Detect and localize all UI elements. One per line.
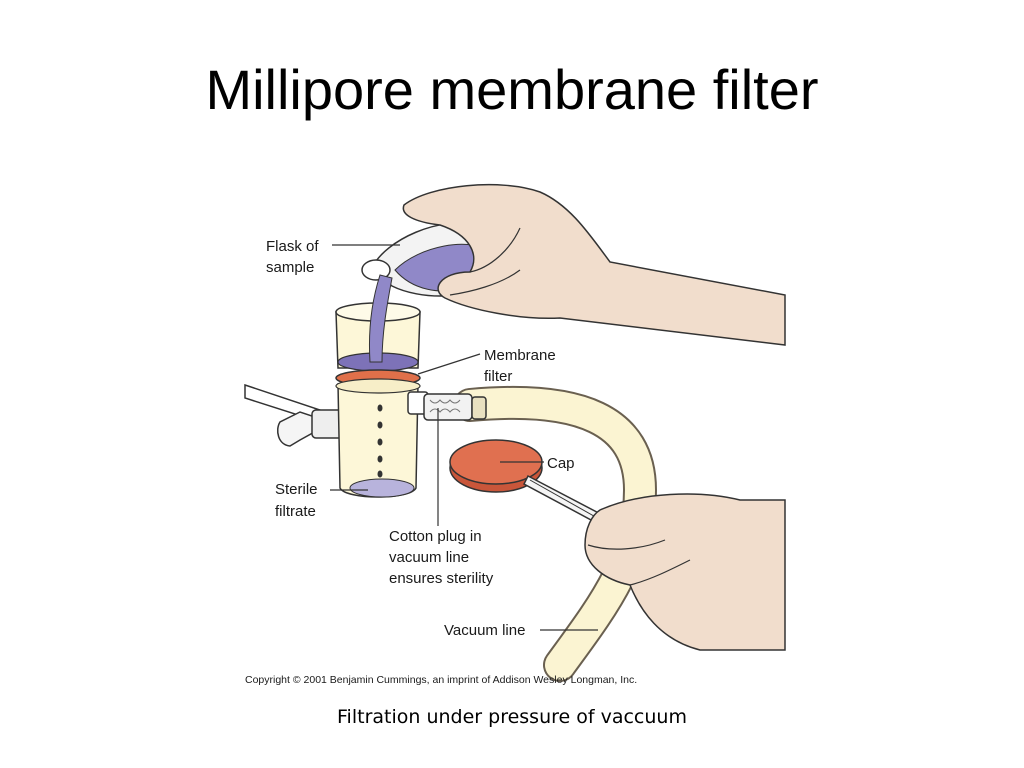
tube-collar <box>471 396 487 420</box>
drop <box>377 470 383 478</box>
lower-hand-finger-line <box>629 559 691 586</box>
cotton-plug-icon <box>429 399 461 413</box>
label-cotton-plug-2: vacuum line <box>389 549 469 566</box>
flask-top-rim <box>335 378 421 394</box>
leader-membrane <box>417 353 481 375</box>
cotton-plug-connector <box>423 393 473 421</box>
label-sterile-filtrate-1: Sterile <box>275 481 318 498</box>
label-flask-of-sample-2: sample <box>266 259 314 276</box>
drop <box>377 404 383 412</box>
upper-hand-finger-line <box>449 269 521 296</box>
vacuum-tube-fill <box>455 387 656 680</box>
lower-hand <box>584 493 786 651</box>
figure-caption: Filtration under pressure of vaccuum <box>337 706 687 728</box>
copyright-notice: Copyright © 2001 Benjamin Cummings, an i… <box>245 674 637 686</box>
upper-hand <box>402 183 786 346</box>
label-vacuum-line: Vacuum line <box>444 622 525 639</box>
filtrate-pool <box>349 478 415 498</box>
flask-mouth <box>361 259 391 281</box>
label-sterile-filtrate-2: filtrate <box>275 503 316 520</box>
label-cap: Cap <box>547 455 575 472</box>
upper-hand-finger-line <box>469 227 521 273</box>
lower-hand-finger-line <box>587 539 666 550</box>
drop <box>377 455 383 463</box>
label-flask-of-sample-1: Flask of <box>266 238 319 255</box>
drop <box>377 421 383 429</box>
label-cotton-plug-1: Cotton plug in <box>389 528 482 545</box>
label-cotton-plug-3: ensures sterility <box>389 570 494 587</box>
label-membrane-filter-1: Membrane <box>484 347 556 364</box>
pouring-stream <box>369 274 393 363</box>
label-membrane-filter-2: filter <box>484 368 512 385</box>
drop <box>377 438 383 446</box>
slide-title: Millipore membrane filter <box>205 58 819 121</box>
